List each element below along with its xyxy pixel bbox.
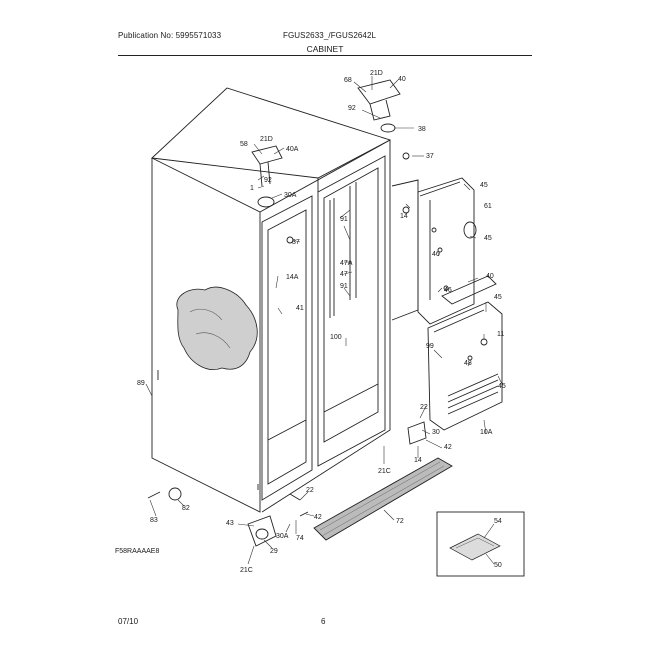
part-label: 41 <box>296 305 304 312</box>
cabinet-body <box>150 87 392 513</box>
part-label: 29 <box>270 548 278 555</box>
part-label: 30 <box>432 429 440 436</box>
leader-lines <box>145 76 503 565</box>
part-label: 47 <box>340 271 348 278</box>
part-label: 43 <box>226 520 234 527</box>
part-label: 21C <box>378 468 391 475</box>
fresh-food-compartment <box>317 155 386 467</box>
part-label: 40 <box>486 273 494 280</box>
part-label: 38 <box>418 126 426 133</box>
part-label: 58 <box>240 141 248 148</box>
part-label: 14A <box>286 274 299 281</box>
part-label: 30A <box>284 192 297 199</box>
part-label: 92 <box>348 105 356 112</box>
part-label: 11 <box>497 331 504 338</box>
figure-code: F58RAAAAE8 <box>115 548 159 555</box>
part-label: 61 <box>484 203 492 210</box>
part-label: 21D <box>260 136 273 143</box>
part-label: 46 <box>444 287 452 294</box>
publication-number: Publication No: 5995571033 <box>118 31 222 40</box>
page-title: CABINET <box>306 44 344 54</box>
air-duct-panel <box>417 177 477 325</box>
hinge-screws <box>286 152 410 244</box>
part-label: 47A <box>340 260 353 267</box>
part-label: 91 <box>340 216 348 223</box>
part-label: 74 <box>296 535 304 542</box>
top-hinge-left <box>251 145 283 208</box>
model-numbers: FGUS2633_/FGUS2642L <box>283 31 377 40</box>
part-label: 14 <box>400 213 408 220</box>
roller-assembly <box>147 421 427 517</box>
part-label: 40 <box>398 76 406 83</box>
part-label: 45 <box>494 294 502 301</box>
part-label: 21D <box>370 70 383 77</box>
part-label: 48 <box>464 360 472 367</box>
part-labels: 21D 68 40 92 38 58 21D 40A 37 92 1 30A 4… <box>137 70 506 574</box>
part-label: 30A <box>276 533 289 540</box>
part-label: 14 <box>414 457 422 464</box>
rear-compartment <box>391 179 419 321</box>
part-label: 50 <box>494 562 502 569</box>
part-label: 1 <box>250 185 254 192</box>
footer-date: 07/10 <box>118 617 139 626</box>
louver-strip <box>441 275 497 305</box>
top-hinge-right <box>357 79 401 133</box>
header-rule <box>118 55 532 56</box>
part-label: 89 <box>137 380 145 387</box>
bottom-hinge <box>247 515 277 547</box>
part-label: 68 <box>344 77 352 84</box>
page-number: 6 <box>321 617 326 626</box>
inset-detail <box>436 511 525 577</box>
part-label: 82 <box>182 505 190 512</box>
part-label: 45 <box>480 182 488 189</box>
part-label: 83 <box>150 517 158 524</box>
part-label: 92 <box>264 177 272 184</box>
part-label: 100 <box>330 334 342 341</box>
part-label: 91 <box>340 283 348 290</box>
part-label: 37 <box>292 239 300 246</box>
freezer-compartment <box>261 195 313 501</box>
part-label: 46 <box>432 251 440 258</box>
liner-rails <box>157 182 357 490</box>
side-foam <box>176 286 258 370</box>
part-label: 37 <box>426 153 434 160</box>
toe-grille <box>313 457 453 541</box>
part-label: 21C <box>240 567 253 574</box>
part-label: 54 <box>494 518 502 525</box>
part-label: 22 <box>420 404 428 411</box>
part-label: 10A <box>480 429 493 436</box>
part-label: 40A <box>286 146 299 153</box>
part-label: 72 <box>396 518 404 525</box>
part-label: 42 <box>444 444 452 451</box>
part-label: 42 <box>314 514 322 521</box>
part-label: 45 <box>484 235 492 242</box>
part-label: 45 <box>498 383 506 390</box>
part-label: 99 <box>426 343 434 350</box>
part-label: 22 <box>306 487 314 494</box>
